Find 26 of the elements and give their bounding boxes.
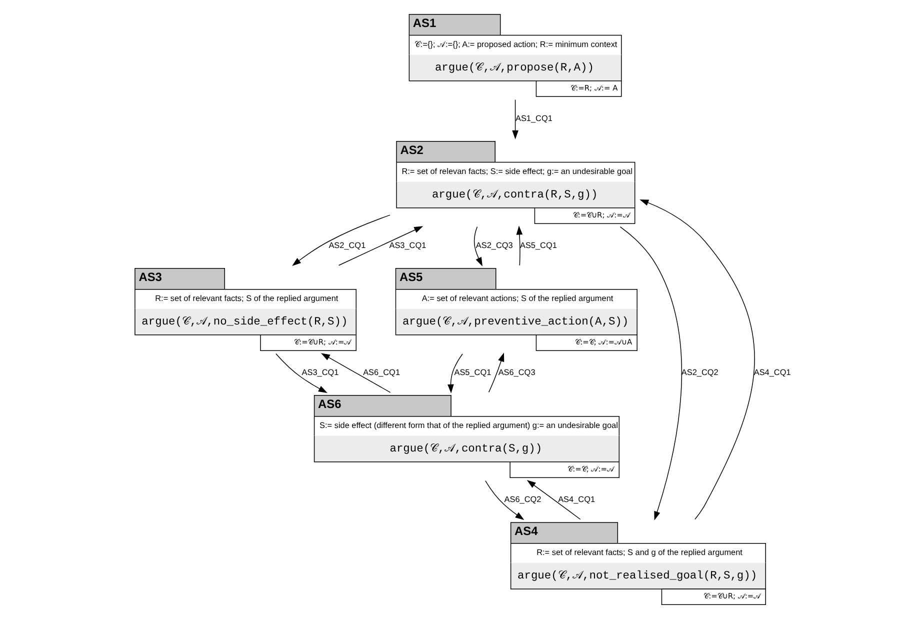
edge-label: AS2_CQ2 <box>681 368 718 378</box>
arrow <box>448 353 463 394</box>
arrow <box>640 199 755 520</box>
edge-label: AS5_CQ1 <box>520 241 557 250</box>
arrow <box>620 226 682 520</box>
edge-label: AS6_CQ3 <box>498 368 536 378</box>
edge-label: AS3_CQ1 <box>302 368 339 378</box>
arrow <box>321 353 391 393</box>
arrow <box>338 226 424 266</box>
edge-label: AS2_CQ3 <box>476 241 513 250</box>
arrow <box>516 226 523 266</box>
arrow <box>526 480 581 520</box>
edge-label: AS2_CQ1 <box>328 241 366 250</box>
edge-label: AS6_CQ2 <box>504 495 542 504</box>
arrow <box>488 352 504 393</box>
arrow <box>292 214 390 266</box>
edge-label: AS1_CQ1 <box>516 114 552 124</box>
edge-label: AS6_CQ1 <box>363 368 400 378</box>
edge-label: AS5_CQ1 <box>454 368 492 378</box>
arrow <box>512 99 518 140</box>
arrow <box>276 353 328 393</box>
edge-label: AS4_CQ1 <box>558 495 596 504</box>
arrow <box>485 480 524 520</box>
arrow <box>474 226 482 266</box>
edge-label: AS3_CQ1 <box>389 241 426 250</box>
edge-label: AS4_CQ1 <box>754 368 791 378</box>
